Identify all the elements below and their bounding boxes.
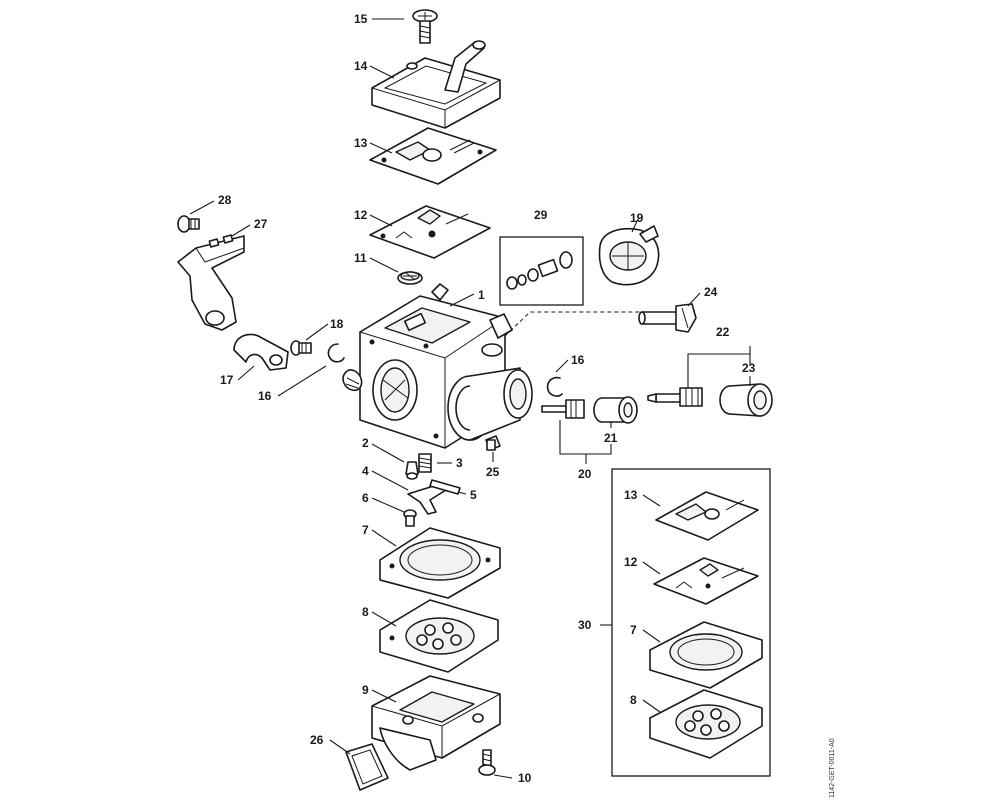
part-14-cover <box>371 40 501 129</box>
document-id: 1142-GET-0011-A0 <box>829 738 836 798</box>
part-2-needle <box>405 461 419 480</box>
part-13-gasket <box>369 127 497 185</box>
kit-callout-8: 8 <box>630 693 637 707</box>
part-24-needle <box>638 303 697 333</box>
part-18-screw <box>290 340 312 356</box>
callout-6: 6 <box>362 491 369 505</box>
callout-17: 17 <box>220 373 234 387</box>
part-23-sleeve <box>719 383 773 417</box>
callout-4: 4 <box>362 464 369 478</box>
callout-12: 12 <box>354 208 368 222</box>
callout-13: 13 <box>354 136 368 150</box>
kit-30-gasket-7 <box>649 621 763 689</box>
part-3-spring <box>418 453 432 473</box>
callout-11: 11 <box>354 251 367 265</box>
part-27-lever <box>177 234 245 331</box>
callout-19: 19 <box>630 211 644 225</box>
part-20-needle-assembly <box>541 399 585 419</box>
callout-16-left: 16 <box>258 389 272 403</box>
callout-16-right: 16 <box>571 353 585 367</box>
callout-22: 22 <box>716 325 730 339</box>
leader-lines <box>189 18 751 779</box>
kit-30-diaphragm-8 <box>649 689 763 759</box>
callout-20: 20 <box>578 467 592 481</box>
kit-callout-30: 30 <box>578 618 592 632</box>
callout-8: 8 <box>362 605 369 619</box>
callout-5: 5 <box>470 488 477 502</box>
callout-7: 7 <box>362 523 369 537</box>
callout-10: 10 <box>518 771 532 785</box>
part-11-screen <box>397 271 423 285</box>
callout-21: 21 <box>604 431 618 445</box>
kit-30-plate-12 <box>653 557 759 605</box>
callout-1: 1 <box>478 288 485 302</box>
callout-15: 15 <box>354 12 368 26</box>
callout-14: 14 <box>354 59 368 73</box>
callout-2: 2 <box>362 436 369 450</box>
part-16-clip-left <box>327 343 345 363</box>
part-25-plug <box>485 435 501 451</box>
callout-9: 9 <box>362 683 369 697</box>
callout-18: 18 <box>330 317 344 331</box>
part-7-gasket <box>379 527 501 599</box>
part-12-plate <box>369 205 491 259</box>
callouts: 15 14 13 12 11 1 28 27 29 19 24 18 17 16… <box>218 12 756 785</box>
callout-27: 27 <box>254 217 268 231</box>
part-8-diaphragm <box>379 599 499 673</box>
callout-26: 26 <box>310 733 324 747</box>
kit-30-frame <box>611 468 771 777</box>
callout-25: 25 <box>486 465 500 479</box>
part-1-carburetor-body <box>342 283 533 449</box>
part-6-screw <box>403 509 417 527</box>
kit-callout-7: 7 <box>630 623 637 637</box>
callout-23: 23 <box>742 361 756 375</box>
part-28-screw <box>177 215 200 233</box>
callout-24: 24 <box>704 285 718 299</box>
callout-3: 3 <box>456 456 463 470</box>
callout-29: 29 <box>534 208 548 222</box>
part-10-screw <box>478 749 496 776</box>
part-17-lever <box>233 333 289 371</box>
kit-30-gasket-13 <box>655 491 759 541</box>
part-15-screw <box>412 9 438 44</box>
part-5-pin <box>429 479 461 495</box>
part-26-seal <box>345 743 389 791</box>
part-21-sleeve <box>593 396 638 424</box>
callout-28: 28 <box>218 193 232 207</box>
part-9-cover <box>371 675 501 771</box>
part-22-needle-assembly <box>647 387 703 407</box>
kit-callout-13: 13 <box>624 488 638 502</box>
part-29-kit <box>499 236 584 306</box>
kit-callout-12: 12 <box>624 555 638 569</box>
part-19-pump-cover <box>598 225 660 286</box>
part-16-clip-right <box>546 376 563 397</box>
